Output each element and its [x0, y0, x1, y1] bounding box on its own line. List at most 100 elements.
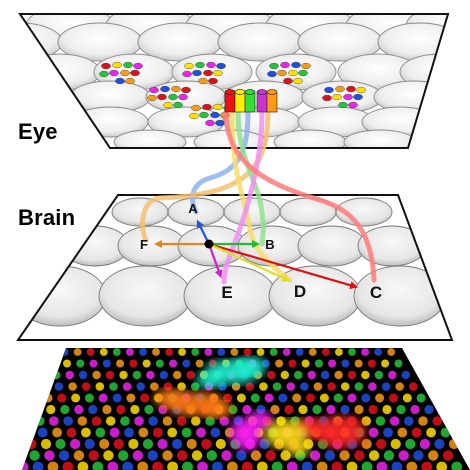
- activity-dot: [129, 359, 138, 368]
- activity-dot: [177, 382, 186, 391]
- photoreceptor-dot: [291, 61, 301, 69]
- photoreceptor-dot: [356, 86, 366, 94]
- activity-dot: [66, 427, 77, 438]
- activity-dot: [307, 370, 316, 380]
- activity-dot: [286, 382, 296, 391]
- activity-dot: [219, 416, 229, 426]
- photoreceptor-dot: [160, 85, 170, 93]
- photoreceptor-dot: [206, 61, 216, 69]
- photoreceptor-dot: [181, 86, 191, 94]
- activity-dot: [409, 382, 418, 391]
- activity-dot: [440, 427, 451, 438]
- activity-dot: [413, 450, 424, 461]
- activity-dot: [178, 348, 187, 356]
- activity-dot: [250, 393, 260, 403]
- photoreceptor-dot: [283, 77, 293, 85]
- activity-dot: [81, 427, 91, 438]
- activity-blobs: [154, 357, 366, 456]
- activity-dot: [339, 450, 350, 461]
- activity-dot: [278, 393, 288, 403]
- photoreceptor-dot: [199, 111, 209, 119]
- activity-dot: [86, 348, 95, 356]
- activity-dot: [70, 438, 81, 450]
- photoreceptor-dot: [130, 69, 140, 77]
- activity-dot: [405, 438, 416, 450]
- photoreceptor-dot: [293, 77, 303, 85]
- activity-dot: [206, 450, 217, 461]
- activity-blob: [196, 372, 224, 388]
- activity-dot: [81, 382, 91, 391]
- activity-dot: [354, 359, 363, 368]
- axon-cylinder-top: [244, 89, 256, 95]
- activity-dot: [375, 416, 386, 426]
- axon-path: [223, 109, 377, 283]
- photoreceptor-dot: [178, 93, 188, 101]
- axon-cylinder: [256, 91, 268, 113]
- activity-dot: [63, 359, 71, 368]
- activity-dot: [308, 348, 317, 356]
- activity-dot: [26, 438, 37, 450]
- activity-dot: [157, 438, 168, 450]
- activity-dot: [68, 382, 77, 391]
- activity-dot: [46, 404, 56, 415]
- activity-dot: [126, 393, 136, 403]
- activity-dot: [163, 382, 173, 391]
- activity-dot: [243, 348, 252, 356]
- activity-dot: [109, 382, 118, 391]
- activity-dot: [52, 370, 61, 380]
- activity-dot: [60, 404, 70, 415]
- activity-dot: [272, 382, 282, 391]
- activity-dot: [335, 348, 343, 356]
- activity-dot: [63, 416, 73, 426]
- activity-dot: [361, 393, 371, 403]
- activity-dot: [162, 450, 173, 461]
- node-label-b: B: [265, 237, 274, 252]
- activity-dot: [269, 348, 278, 356]
- arrowhead-a: [196, 219, 205, 229]
- node-label-f: F: [140, 237, 148, 252]
- activity-dot: [319, 393, 329, 403]
- photoreceptor-dot: [301, 62, 311, 70]
- photoreceptor-dot: [267, 70, 277, 78]
- photoreceptor-dot: [353, 93, 363, 101]
- photoreceptor-dot: [133, 62, 143, 70]
- activity-dot: [73, 450, 85, 461]
- photoreceptor-dot: [149, 86, 159, 94]
- activity-dot: [167, 427, 178, 438]
- photoreceptor-dot: [210, 111, 220, 119]
- activity-dot: [109, 427, 120, 438]
- activity-dot: [173, 370, 182, 380]
- activity-dot: [236, 450, 247, 461]
- activity-dot: [402, 393, 412, 403]
- activity-dot: [152, 348, 160, 356]
- activity-dot: [191, 450, 203, 461]
- photoreceptor-dot: [191, 104, 201, 112]
- activity-dot: [29, 450, 40, 461]
- activity-dot: [395, 382, 405, 391]
- activity-dot: [134, 416, 144, 426]
- activity-dot: [367, 359, 376, 368]
- activity-dot: [99, 438, 110, 450]
- brain-cell: [117, 225, 187, 267]
- photoreceptor-dot: [348, 101, 358, 109]
- activity-dot: [150, 382, 159, 391]
- photoreceptor-dot: [335, 85, 345, 93]
- eye-panel: [18, 13, 450, 149]
- activity-dot: [394, 359, 403, 368]
- activity-dot: [37, 427, 48, 438]
- photoreceptor-dot: [168, 93, 178, 101]
- activity-dot: [368, 404, 378, 415]
- node-label-e: E: [221, 283, 232, 302]
- axon-cylinder-top: [224, 89, 236, 95]
- activity-dot: [128, 438, 139, 450]
- activity-dot: [418, 416, 428, 426]
- activity-dot: [309, 450, 321, 461]
- brain-cell: [111, 197, 169, 227]
- activity-dot: [327, 382, 336, 391]
- arrow-e: [207, 243, 221, 273]
- activity-dot: [139, 348, 147, 356]
- activity-dot: [92, 370, 101, 380]
- arrowhead-d: [281, 274, 291, 282]
- activity-dot: [191, 348, 200, 356]
- activity-dot: [340, 404, 350, 415]
